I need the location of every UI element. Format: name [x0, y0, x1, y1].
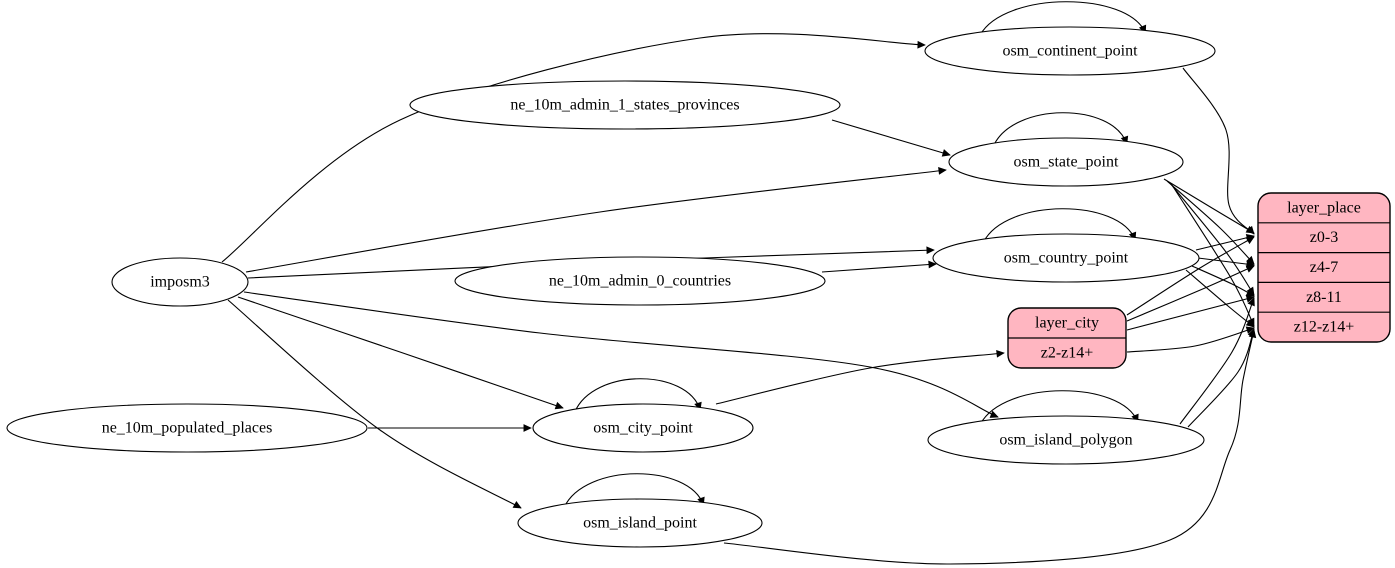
node-shape-osm_continent_point: [924, 26, 1216, 76]
node-shape-ne_10m_admin_0_countries: [454, 256, 826, 306]
record-row-layer_city-z2-z14+: z2-z14+: [1041, 345, 1094, 362]
record-layer_place: layer_place z0-3 z4-7 z8-11 z12-z14+: [1257, 192, 1391, 343]
node-shape-ne_10m_admin_1_states_provinces: [409, 80, 841, 130]
node-label-osm_island_point: osm_island_point: [583, 515, 697, 532]
edge-osm_city_point-self-loop: [574, 378, 702, 413]
node-shape-imposm3: [111, 257, 249, 307]
node-shape-ne_10m_populated_places: [6, 403, 368, 453]
edge-layer_city-to-layer_place-z0-3: [1126, 236, 1255, 316]
node-label-ne_10m_admin_1_states_provinces: ne_10m_admin_1_states_provinces: [510, 97, 739, 114]
edge-osm_state_point-to-layer_place-z12-z14+: [1171, 184, 1255, 327]
edge-osm_island_polygon-to-layer_place-z12-z14+: [1187, 328, 1256, 428]
node-label-imposm3: imposm3: [150, 274, 210, 291]
record-row-layer_place-z12-z14+: z12-z14+: [1294, 319, 1355, 336]
edge-osm_state_point-self-loop: [992, 112, 1129, 147]
edge-osm_continent_point-to-layer_place-z0-3: [1182, 67, 1255, 235]
node-label-osm_city_point: osm_city_point: [593, 420, 693, 437]
node-label-osm_country_point: osm_country_point: [1004, 250, 1129, 267]
edge-imposm3-to-osm_continent_point: [221, 33, 926, 263]
node-label-osm_continent_point: osm_continent_point: [1002, 43, 1138, 60]
edge-imposm3-to-osm_state_point: [245, 167, 947, 273]
edge-osm_country_point-self-loop: [983, 208, 1137, 243]
node-label-ne_10m_admin_0_countries: ne_10m_admin_0_countries: [549, 273, 731, 290]
edge-imposm3-to-osm_island_point: [227, 299, 522, 509]
edge-ne_10m_admin_1_states_provinces-to-osm_state_point: [831, 119, 951, 157]
node-label-osm_island_polygon: osm_island_polygon: [999, 432, 1132, 449]
record-row-layer_place-z8-11: z8-11: [1306, 289, 1342, 306]
node-osm_island_polygon: osm_island_polygon: [927, 390, 1205, 465]
edge-layer_city-to-layer_place-z8-11: [1126, 295, 1255, 331]
edge-osm_country_point-to-layer_place-z12-z14+: [1185, 269, 1255, 328]
node-ne_10m_admin_0_countries: ne_10m_admin_0_countries: [454, 256, 826, 306]
edge-osm_city_point-to-layer_city-z2-z14+: [715, 349, 1005, 405]
edge-imposm3-to-osm_island_polygon: [243, 291, 999, 418]
edge-osm_country_point-to-layer_place-z0-3: [1195, 233, 1255, 251]
record-header-layer_place: layer_place: [1287, 199, 1361, 216]
edge-layer_city-to-layer_place-z4-7: [1126, 265, 1255, 322]
node-ne_10m_populated_places: ne_10m_populated_places: [6, 403, 368, 453]
node-ne_10m_admin_1_states_provinces: ne_10m_admin_1_states_provinces: [409, 80, 841, 130]
node-osm_state_point: osm_state_point: [948, 112, 1184, 187]
edge-imposm3-to-osm_city_point: [237, 296, 564, 410]
node-shape-osm_island_polygon: [927, 415, 1205, 465]
record-layer_city: layer_city z2-z14+: [1007, 307, 1127, 369]
node-label-osm_state_point: osm_state_point: [1014, 154, 1119, 171]
edge-layer_city-to-layer_place-z12-z14+: [1126, 326, 1255, 353]
node-shape-osm_city_point: [532, 403, 754, 453]
record-row-layer_place-z4-7: z4-7: [1310, 259, 1338, 276]
edge-osm_state_point-to-layer_place-z8-11: [1169, 182, 1255, 296]
node-shape-osm_country_point: [932, 233, 1200, 283]
edge-osm_continent_point-self-loop: [979, 1, 1147, 36]
edge-osm_country_point-to-layer_place-z8-11: [1191, 265, 1255, 297]
node-shape-osm_state_point: [948, 137, 1184, 187]
edge-osm_island_point-to-layer_place-z12-z14+: [723, 329, 1257, 565]
node-label-ne_10m_populated_places: ne_10m_populated_places: [102, 420, 273, 437]
record-row-layer_place-z0-3: z0-3: [1310, 229, 1338, 246]
node-osm_continent_point: osm_continent_point: [924, 1, 1216, 76]
node-imposm3: imposm3: [111, 257, 249, 307]
record-header-layer_city: layer_city: [1035, 315, 1099, 332]
edge-ne_10m_admin_0_countries-to-osm_country_point: [821, 260, 937, 273]
record-shape-layer_place: [1257, 192, 1391, 343]
edge-osm_island_polygon-self-loop: [979, 390, 1139, 425]
edge-osm_island_point-self-loop: [563, 473, 705, 508]
node-osm_island_point: osm_island_point: [517, 473, 763, 548]
node-shape-osm_island_point: [517, 498, 763, 548]
node-osm_city_point: osm_city_point: [532, 378, 754, 453]
edge-osm_state_point-to-layer_place-z0-3: [1163, 178, 1255, 234]
edge-osm_state_point-to-layer_place-z4-7: [1166, 180, 1255, 265]
edge-osm_country_point-to-layer_place-z4-7: [1197, 257, 1255, 268]
edge-osm_island_polygon-to-layer_place-z8-11: [1179, 297, 1255, 425]
node-osm_country_point: osm_country_point: [932, 208, 1200, 283]
